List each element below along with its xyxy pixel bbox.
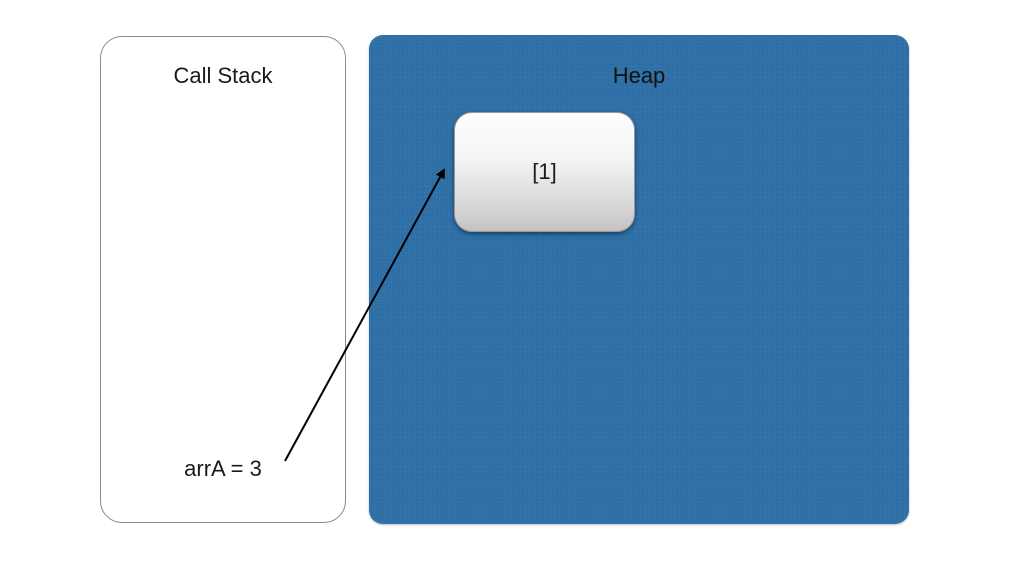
heap-panel: Heap [1] — [369, 35, 909, 524]
heap-object: [1] — [454, 112, 635, 232]
stack-variable: arrA = 3 — [184, 456, 262, 481]
heap-title: Heap — [612, 63, 666, 88]
call-stack-title: Call Stack — [173, 63, 273, 88]
call-stack-panel: Call Stack arrA = 3 — [100, 36, 346, 523]
heap-object-value: [1] — [532, 159, 557, 184]
